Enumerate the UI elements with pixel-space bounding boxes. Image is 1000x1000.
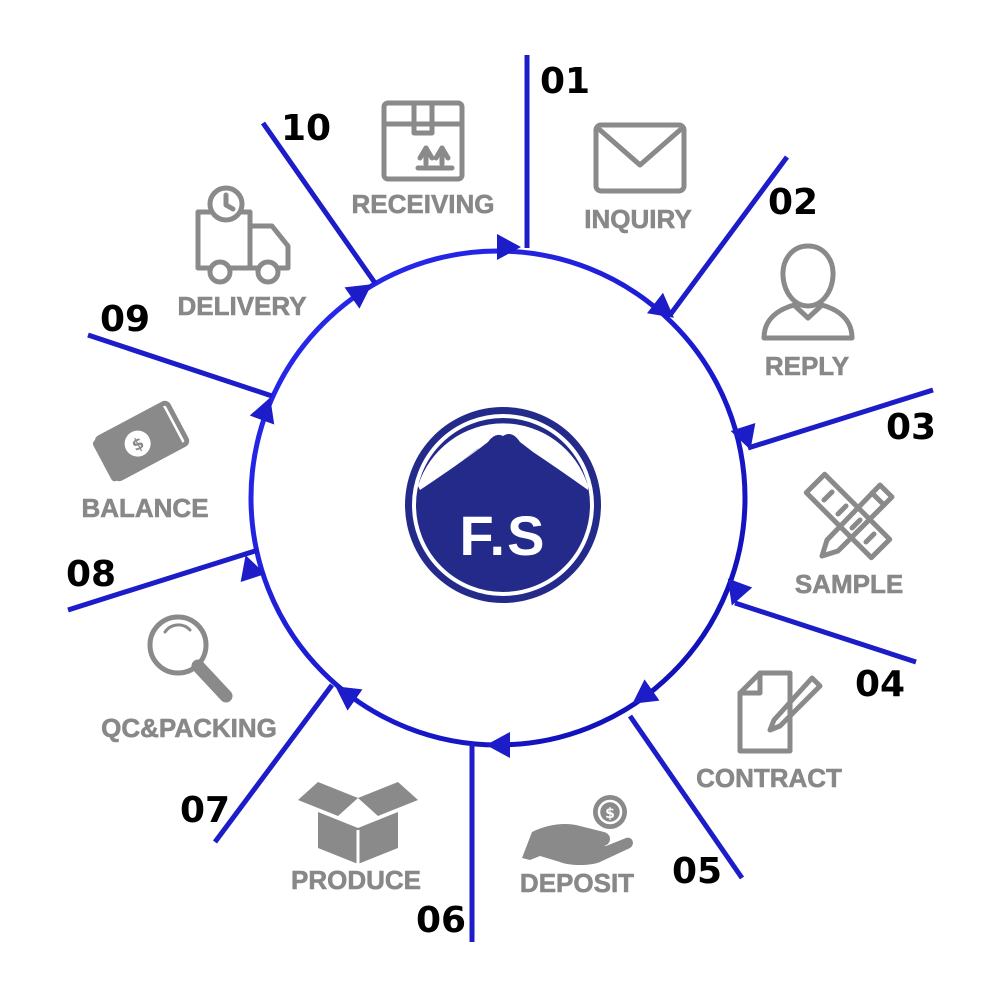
- svg-text:$: $: [605, 806, 615, 822]
- ruler-pencil-icon: [803, 471, 895, 561]
- step-number-03: 03: [886, 407, 936, 448]
- mountain-peak: [440, 446, 566, 478]
- hand-coin-icon: $: [522, 795, 633, 865]
- divider-04: [734, 600, 917, 665]
- divider-lines: [67, 55, 934, 942]
- open-box-icon: [298, 782, 418, 864]
- step-label-qc-packing: QC&PACKING: [101, 713, 277, 743]
- step-number-04: 04: [855, 664, 905, 705]
- package-icon: [381, 100, 465, 182]
- step-number-07: 07: [180, 790, 230, 831]
- arrow-1: [646, 292, 674, 318]
- step-label-inquiry: INQUIRY: [584, 204, 691, 234]
- person-icon: [761, 243, 855, 341]
- divider-09: [87, 332, 273, 399]
- arrow-6: [335, 686, 363, 711]
- arrow-2: [730, 422, 756, 450]
- arrow-5: [486, 732, 510, 758]
- mountain-snow-cap: [418, 423, 588, 490]
- magnifier-icon: [147, 614, 233, 703]
- divider-03: [747, 387, 934, 451]
- step-labels: INQUIRY REPLY SAMPLE CONTRACT DEPOSIT PR…: [81, 189, 903, 899]
- document-pen-icon: [737, 670, 823, 754]
- money-icon: $: [92, 400, 190, 482]
- divider-10: [260, 121, 378, 285]
- divider-02: [667, 155, 790, 317]
- divider-05: [627, 714, 745, 880]
- step-label-sample: SAMPLE: [795, 569, 903, 599]
- step-number-10: 10: [281, 108, 331, 149]
- step-number-05: 05: [672, 851, 722, 892]
- step-numbers: 01 02 03 04 05 06 07 08 09 10: [66, 61, 936, 941]
- step-label-deposit: DEPOSIT: [520, 868, 634, 898]
- step-label-reply: REPLY: [765, 351, 849, 381]
- step-label-produce: PRODUCE: [291, 865, 421, 895]
- arrow-3: [727, 578, 753, 606]
- step-number-08: 08: [66, 554, 116, 595]
- logo-text: F.S: [460, 504, 547, 567]
- step-label-delivery: DELIVERY: [177, 291, 306, 321]
- step-label-receiving: RECEIVING: [351, 189, 494, 219]
- divider-08: [67, 547, 259, 613]
- step-label-balance: BALANCE: [81, 493, 208, 523]
- step-label-contract: CONTRACT: [696, 763, 842, 793]
- step-number-09: 09: [100, 299, 150, 340]
- step-number-01: 01: [540, 61, 590, 102]
- step-number-02: 02: [768, 182, 818, 223]
- arrow-8: [249, 397, 275, 425]
- ring-arrows: [240, 234, 756, 758]
- fs-logo: F.S: [405, 407, 601, 603]
- truck-clock-icon: [195, 185, 291, 285]
- arrow-9: [344, 284, 372, 309]
- step-number-06: 06: [416, 900, 466, 941]
- envelope-icon: [593, 122, 687, 194]
- divider-07: [212, 683, 335, 844]
- arrow-10: [497, 234, 521, 260]
- arrow-7: [240, 555, 266, 583]
- arrow-4: [632, 679, 660, 704]
